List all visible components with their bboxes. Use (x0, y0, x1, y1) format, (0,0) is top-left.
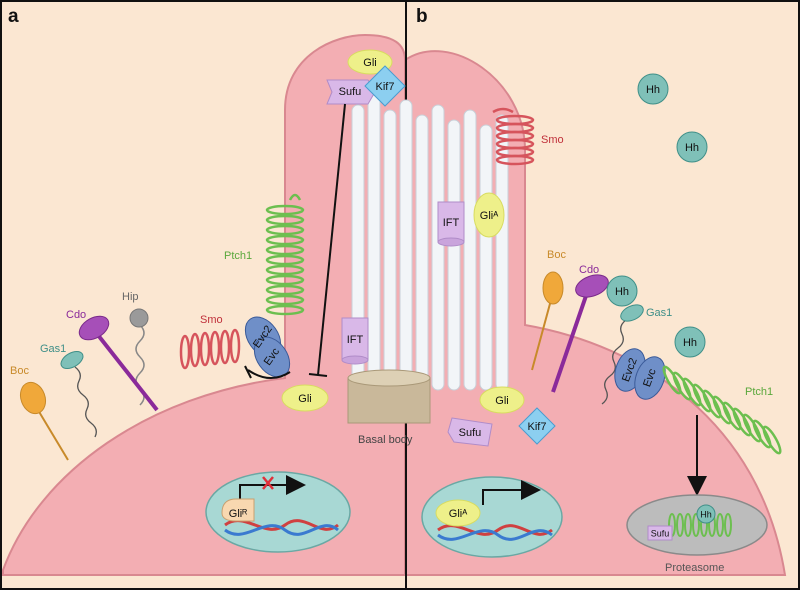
hh-label-proteasome: Hh (700, 509, 712, 519)
ptch1-receptor-panel-a (265, 193, 305, 316)
boc-label-panel-b: Boc (547, 249, 566, 261)
cdo-label-panel-b: Cdo (579, 264, 599, 276)
inhibition-bar (244, 365, 252, 379)
hh-label-free-2: Hh (685, 142, 699, 154)
ift-label-panel-a: IFT (347, 334, 364, 346)
ift-particle-panel-a: IFT (341, 317, 369, 365)
gas1-label-panel-a: Gas1 (40, 343, 66, 355)
hh-ligand-bound-cdo: Hh (606, 275, 638, 307)
gli-label-cilium-tip: Gli (363, 57, 376, 69)
ptch1-label-panel-b: Ptch1 (745, 386, 773, 398)
nucleus-panel-a: Gliᴿ (205, 471, 351, 553)
kif7-protein-cilium-tip: Kif7 (364, 65, 406, 107)
sufu-label-panel-b: Sufu (459, 427, 482, 439)
hh-label-bound-ptch1: Hh (683, 337, 697, 349)
ift-label-panel-b: IFT (443, 217, 460, 229)
gli-repressor-label: Gliᴿ (229, 508, 247, 520)
cdo-protein-panel-a (78, 315, 159, 412)
proteasome: Hh Sufu (626, 494, 768, 556)
basal-body (347, 369, 431, 424)
ptch1-inhibition-arc (247, 369, 291, 379)
boc-protein-panel-b (531, 271, 564, 371)
kif7-label-panel-b: Kif7 (528, 421, 547, 433)
panel-letter-b: b (416, 6, 428, 27)
gli-activator-label-cilium: Gliᴬ (480, 210, 498, 222)
hh-ligand-bound-ptch1: Hh (674, 326, 706, 358)
boc-label-panel-a: Boc (10, 365, 29, 377)
gli-label-panel-a: Gli (298, 393, 311, 405)
hh-ligand-free-1: Hh (637, 73, 669, 105)
evc-complex-panel-a: Evc2 Evc (244, 316, 291, 378)
gli-label-panel-b: Gli (495, 395, 508, 407)
nucleus-panel-b: Gliᴬ (421, 476, 563, 558)
sufu-protein-cilium-tip: Sufu (326, 79, 376, 105)
sufu-label-cilium-tip: Sufu (339, 86, 362, 98)
cdo-label-panel-a: Cdo (66, 309, 86, 321)
smo-receptor-panel-a (179, 328, 241, 370)
gas1-protein-panel-b (601, 304, 644, 405)
hip-protein-panel-a (129, 308, 149, 406)
ptch1-label-panel-a: Ptch1 (224, 250, 252, 262)
panel-letter-a: a (8, 6, 19, 27)
gli-protein-panel-a: Gli (281, 384, 329, 412)
gli-activator-label-nucleus: Gliᴬ (449, 508, 467, 520)
cdo-protein-panel-b (551, 274, 609, 393)
boc-protein-panel-a (19, 381, 69, 461)
kif7-label-cilium-tip: Kif7 (376, 81, 395, 93)
smo-label-panel-b: Smo (541, 134, 564, 146)
smo-receptor-panel-b (492, 107, 535, 166)
basal-body-label: Basal body (358, 434, 413, 446)
hh-label-bound-cdo: Hh (615, 286, 629, 298)
smo-label-panel-a: Smo (200, 314, 223, 326)
gas1-label-panel-b: Gas1 (646, 307, 672, 319)
hh-label-free-1: Hh (646, 84, 660, 96)
gli-protein-panel-b: Gli (479, 386, 525, 414)
cell-body-panel-a (2, 33, 406, 576)
kif7-protein-panel-b: Kif7 (518, 407, 556, 445)
sufu-inhibition-line (308, 103, 346, 377)
sufu-protein-panel-b: Sufu (447, 417, 493, 447)
gli-protein-cilium-tip: Gli (347, 49, 393, 75)
hh-ligand-free-2: Hh (676, 131, 708, 163)
ptch1-receptor-panel-b (662, 365, 782, 455)
hip-label-panel-a: Hip (122, 291, 139, 303)
proteasome-label: Proteasome (665, 562, 724, 574)
gas1-protein-panel-a (60, 350, 97, 438)
sufu-label-proteasome: Sufu (651, 528, 670, 538)
ift-particle-panel-b: IFT (437, 201, 465, 247)
gli-activator-cilium: Gliᴬ (473, 192, 505, 238)
evc-complex-panel-b: Evc2 Evc (614, 348, 666, 400)
